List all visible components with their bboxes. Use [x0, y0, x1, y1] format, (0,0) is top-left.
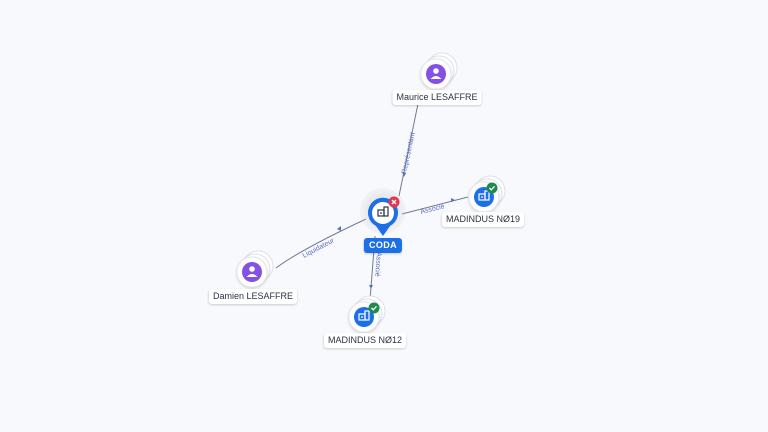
node-coda[interactable]: [360, 188, 406, 236]
check-icon: [371, 305, 377, 311]
person-icon: [430, 68, 442, 79]
node-label-madindus-19[interactable]: MADINDUS NØ19: [441, 212, 525, 227]
edge-label-associe-12: Associé: [373, 252, 382, 277]
person-icon-bg: [426, 64, 446, 84]
building-icon: [478, 190, 490, 201]
person-icon-bg: [242, 262, 262, 282]
edge-representant[interactable]: Représentant: [398, 93, 421, 197]
building-icon: [358, 310, 370, 321]
node-madindus-12[interactable]: [348, 295, 386, 333]
building-icon: [377, 206, 389, 217]
node-madindus-19[interactable]: [468, 175, 506, 213]
node-damien-lesaffre[interactable]: [236, 250, 274, 288]
node-label-coda[interactable]: CODA: [363, 238, 403, 253]
node-maurice-lesaffre[interactable]: [420, 52, 458, 90]
check-icon: [489, 185, 495, 191]
node-label-madindus-12[interactable]: MADINDUS NØ12: [323, 333, 407, 348]
status-ok-badge: [368, 302, 380, 314]
status-ok-badge: [486, 182, 498, 194]
person-icon: [246, 266, 258, 277]
edge-liquidateur[interactable]: Liquidateur: [275, 218, 367, 269]
edge-label-representant: Représentant: [401, 132, 417, 175]
close-icon: [391, 199, 397, 205]
node-label-damien-lesaffre[interactable]: Damien LESAFFRE: [208, 289, 298, 304]
node-label-maurice-lesaffre[interactable]: Maurice LESAFFRE: [392, 90, 482, 105]
